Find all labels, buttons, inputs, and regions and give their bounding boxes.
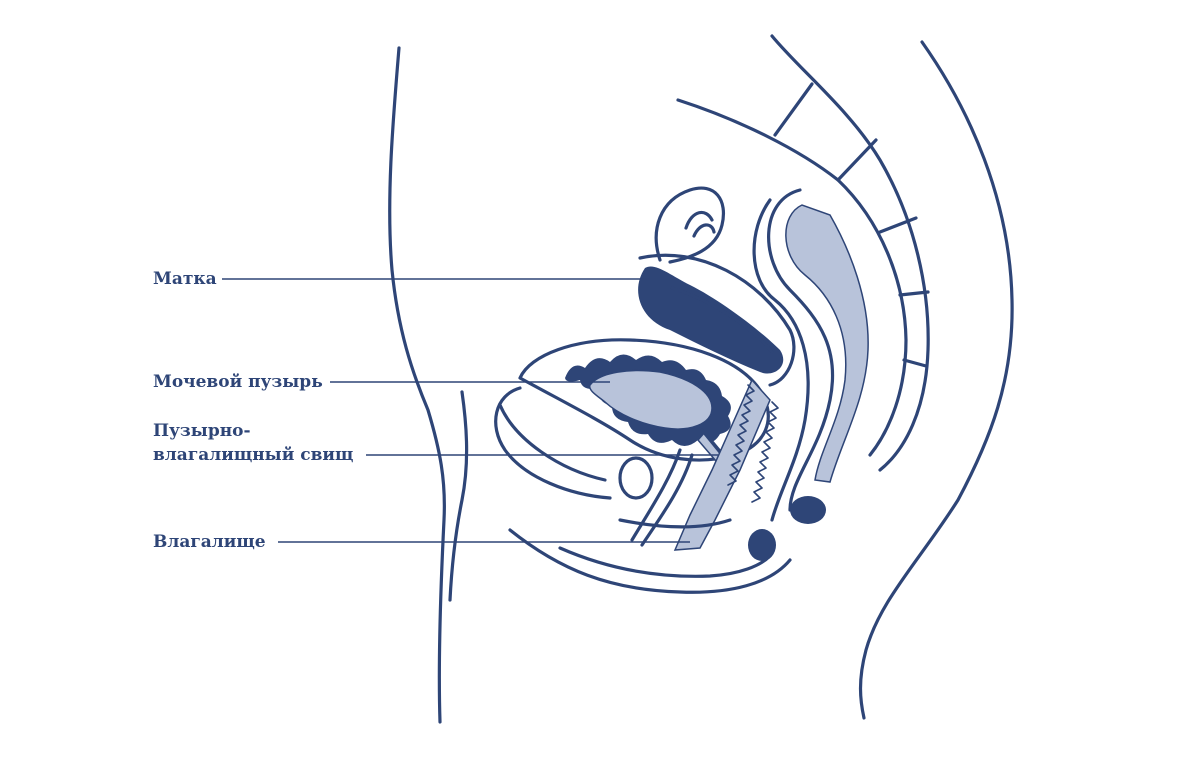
rectum-lumen — [785, 204, 869, 483]
vagina-posterior-wall — [751, 401, 779, 503]
label-fistula-line1: Пузырно- — [153, 421, 251, 441]
labia-contour — [558, 546, 772, 578]
pubic-bone-inner — [498, 403, 607, 482]
rectum-inner — [752, 198, 810, 522]
vagina-anterior-wall — [727, 384, 755, 486]
rectum-outer — [767, 188, 835, 512]
anal-sphincter — [790, 496, 826, 524]
bladder-lumen — [588, 369, 713, 430]
vertebra-separator — [773, 82, 814, 137]
vertebra-separator — [836, 138, 878, 182]
urethra-inner — [640, 453, 694, 547]
vertebra-separator — [902, 358, 928, 368]
sacrum-inner-contour — [676, 98, 908, 457]
bladder-outer-wall — [518, 338, 770, 462]
perineum-contour — [508, 528, 792, 594]
urethra — [630, 448, 682, 542]
label-vagina: Влагалище — [153, 532, 266, 552]
vertebra-separator — [898, 290, 930, 297]
back-body-contour — [858, 40, 1014, 720]
fallopian-fimbria — [684, 210, 716, 238]
label-fistula-line2: влагалищный свищ — [153, 445, 354, 465]
clitoris-region — [618, 456, 654, 500]
pubic-bone — [494, 386, 612, 500]
uterus-cavity — [670, 286, 774, 354]
uterus-body — [638, 266, 784, 374]
vulva-contour — [618, 518, 732, 529]
fallopian-tube — [654, 186, 725, 264]
label-uterus: Матка — [153, 269, 217, 289]
anal-sphincter — [748, 529, 776, 561]
label-bladder: Мочевой пузырь — [153, 372, 323, 392]
thigh-front-contour — [448, 390, 469, 602]
front-body-contour — [388, 46, 446, 724]
vertebra-separator — [878, 216, 918, 234]
sacrum-outer-contour — [770, 34, 930, 472]
